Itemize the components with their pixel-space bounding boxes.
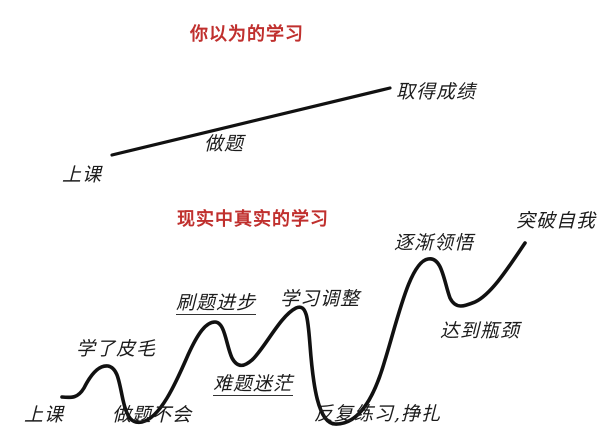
label-repeated-practice-struggle: 反复练习,挣扎 — [314, 403, 442, 425]
label-achieve-results: 取得成绩 — [396, 81, 477, 103]
real-learning-curve — [60, 241, 527, 426]
label-practice-progress: 刷题进步 — [176, 292, 257, 315]
expected-learning-line — [110, 86, 392, 157]
label-hard-problems-confused: 难题迷茫 — [213, 373, 294, 396]
label-do-exercises-top: 做题 — [204, 133, 245, 155]
label-gradual-understanding: 逐渐领悟 — [394, 232, 475, 254]
label-learned-basics: 学了皮毛 — [76, 338, 157, 360]
expected-learning-title: 你以为的学习 — [190, 24, 304, 45]
label-reach-bottleneck: 达到瓶颈 — [440, 320, 521, 342]
label-attend-class-bottom: 上课 — [24, 404, 65, 426]
real-learning-title: 现实中真实的学习 — [177, 209, 329, 230]
label-break-through: 突破自我 — [516, 210, 597, 232]
label-study-adjust: 学习调整 — [280, 288, 361, 310]
label-cannot-solve: 做题不会 — [112, 404, 193, 426]
label-attend-class-top: 上课 — [62, 164, 103, 186]
